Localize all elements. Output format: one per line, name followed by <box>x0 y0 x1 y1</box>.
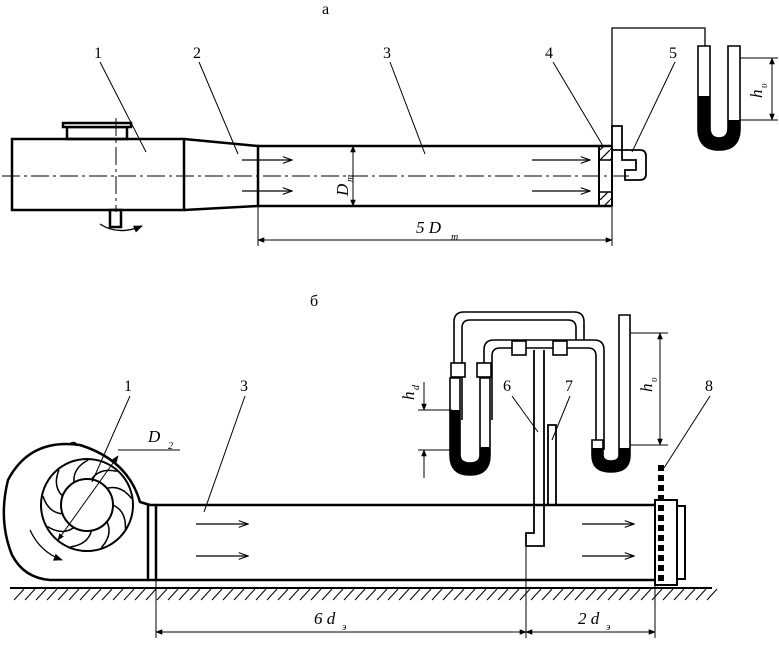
dim-6d-label: 6 d <box>314 609 336 628</box>
floor <box>10 587 718 601</box>
pitot-tube-b <box>525 350 557 547</box>
hv-dimension-b <box>630 332 668 446</box>
volute-fan <box>2 441 151 582</box>
svg-text:h: h <box>747 90 766 99</box>
duct-b <box>146 503 655 582</box>
hv-label-a: h υ <box>747 83 770 98</box>
svg-text:т: т <box>345 175 356 182</box>
svg-text:э: э <box>342 622 347 633</box>
svg-text:т: т <box>451 232 458 243</box>
hd-label: h d <box>399 384 422 400</box>
svg-text:υ: υ <box>649 377 660 382</box>
panel-b-letter: б <box>310 293 318 310</box>
pitot-tube-a <box>611 125 647 181</box>
callout-1-a: 1 <box>94 45 102 62</box>
callout-5-a: 5 <box>669 45 677 62</box>
rotation-arrow-a <box>99 223 143 233</box>
fan-housing-a <box>10 121 186 229</box>
length-dimension-a <box>257 206 613 246</box>
panel-a: а <box>2 1 778 246</box>
callouts-a <box>99 61 676 155</box>
callout-4-a: 4 <box>545 45 553 62</box>
svg-text:2: 2 <box>168 441 173 452</box>
connecting-tube-a <box>611 27 706 128</box>
callouts-b <box>91 395 711 513</box>
rotation-arrow-b <box>29 529 63 561</box>
svg-text:h: h <box>637 384 656 393</box>
callout-3-a: 3 <box>383 45 391 62</box>
u-manometer-a <box>697 45 741 151</box>
svg-text:э: э <box>606 622 611 633</box>
callout-6-b: 6 <box>503 378 511 395</box>
length-dimensions-b <box>155 546 656 638</box>
hv-label-b: h υ <box>637 377 660 392</box>
svg-text:D: D <box>333 183 352 197</box>
u-manometer-hd <box>449 377 491 476</box>
duct-a <box>258 144 612 208</box>
callout-2-a: 2 <box>193 45 201 62</box>
svg-text:h: h <box>399 392 418 401</box>
panel-b: б D 2 <box>2 293 718 638</box>
confuser <box>183 137 260 212</box>
svg-text:υ: υ <box>759 83 770 88</box>
flow-arrows-b <box>196 524 634 556</box>
d2-label: D <box>147 427 161 446</box>
callout-8-b: 8 <box>705 378 713 395</box>
callout-3-b: 3 <box>240 378 248 395</box>
flow-arrows-a <box>242 160 590 191</box>
hv-dimension-a <box>740 57 778 121</box>
tubing-b <box>450 311 605 450</box>
length-label-a: 5 D <box>416 218 442 237</box>
impeller <box>40 458 134 552</box>
svg-text:d: d <box>411 384 422 390</box>
throttle-grid <box>654 465 686 586</box>
dt-label: D т <box>333 175 356 197</box>
panel-a-letter: а <box>322 1 329 18</box>
hd-dimension <box>418 382 452 478</box>
callout-1-b: 1 <box>124 378 132 395</box>
callout-7-b: 7 <box>565 378 573 395</box>
u-manometer-hv <box>591 314 631 473</box>
dim-2d-label: 2 d <box>578 609 600 628</box>
pitot-collar-a <box>598 145 613 207</box>
d2-dimension <box>57 455 119 541</box>
